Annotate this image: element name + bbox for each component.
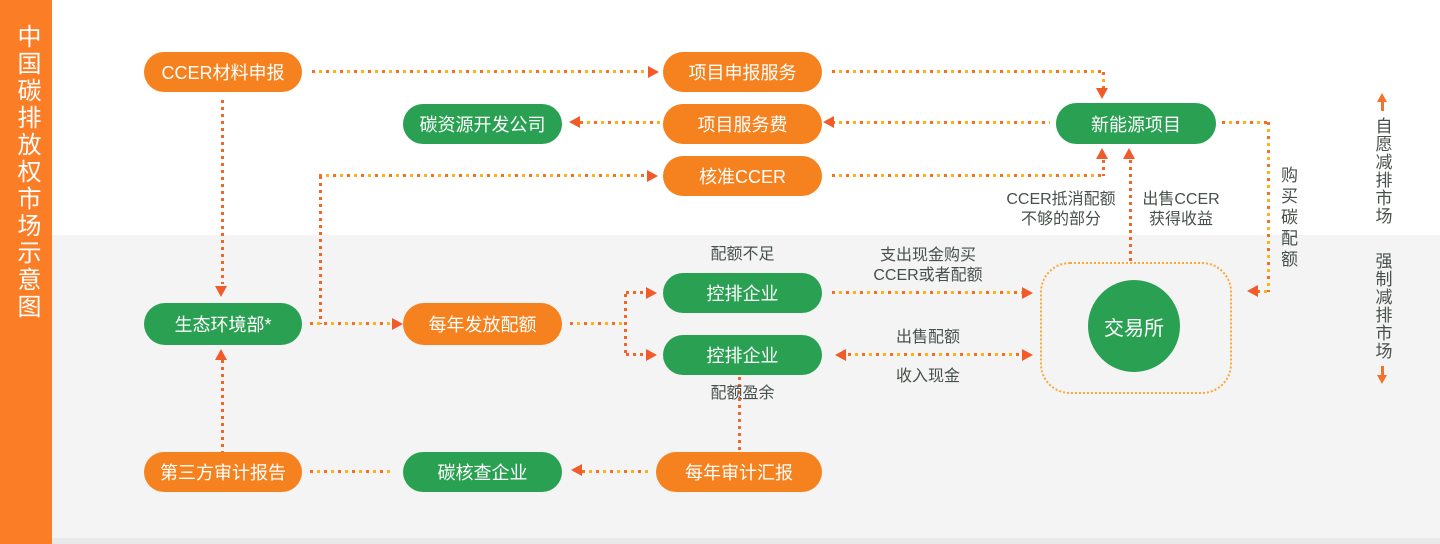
arrowhead-icon [392, 318, 403, 330]
node-carbon-verification-company: 碳核查企业 [403, 452, 562, 492]
node-project-declaration-service: 项目申报服务 [663, 52, 822, 92]
node-exchange-label: 交易所 [1104, 317, 1164, 340]
label-buy-carbon-quota: 购买碳配额 [1278, 166, 1297, 271]
up-arrow-icon [1377, 93, 1387, 111]
connector-bracket-bottom [626, 353, 646, 356]
connector-verification-to-report [310, 470, 392, 473]
connector-buyquota-h2 [1257, 290, 1270, 293]
voluntary-market-text: 自愿减排市场 [1372, 117, 1392, 225]
connector-buyquota-v [1267, 122, 1270, 292]
page-title: 中国碳排放权市场示意图 [0, 24, 52, 321]
connector-ccerapproved-to-newenergy-h [832, 174, 1104, 177]
connector-bracket-top [626, 291, 646, 294]
connector-bracket-v [624, 294, 627, 355]
node-label: 项目申报服务 [688, 63, 797, 83]
label-line: 不够的部分 [1020, 211, 1101, 228]
voluntary-market-label: 自愿减排市场 [1362, 93, 1402, 225]
connector-surplus-to-audit [738, 377, 741, 452]
label-ccer-offset: CCER抵消配额 不够的部分 [979, 190, 1143, 230]
connector-deficit-to-exchange [832, 291, 1022, 294]
label-quota-shortage: 配额不足 [710, 246, 775, 263]
node-label: 生态环境部* [174, 315, 272, 335]
label-sell-quota: 出售配额 [895, 329, 960, 346]
node-controlled-enterprise-deficit: 控排企业 [663, 273, 822, 313]
bottom-strip [52, 538, 1440, 544]
node-label: 每年发放配额 [428, 315, 537, 335]
connector-ministry-to-ccer-h [319, 174, 647, 177]
page-title-text: 中国碳排放权市场示意图 [13, 24, 40, 321]
label-line: CCER抵消配额 [1006, 191, 1116, 208]
arrowhead-icon [1096, 148, 1108, 159]
compliance-market-text: 强制减排市场 [1372, 252, 1392, 360]
exchange-boundary-box [1040, 262, 1232, 394]
arrowhead-icon [646, 349, 657, 361]
down-arrow-icon [1377, 366, 1387, 384]
connector-exchange-to-newenergy [1129, 160, 1132, 262]
connector-ccer-to-ministry [221, 100, 224, 284]
connector-audit-to-ministry [221, 360, 224, 452]
node-controlled-enterprise-surplus: 控排企业 [663, 335, 822, 375]
compliance-market-label: 强制减排市场 [1362, 252, 1402, 384]
arrowhead-icon [647, 170, 658, 182]
label-spend-cash: 支出现金购买 CCER或者配额 [838, 246, 1018, 286]
node-label: 项目服务费 [697, 115, 788, 135]
node-label: 控排企业 [706, 346, 779, 366]
connector-ccerapproved-to-newenergy-v [1102, 160, 1105, 176]
label-line: 出售CCER [1142, 191, 1220, 208]
arrowhead-icon [1123, 148, 1135, 159]
label-sell-ccer: 出售CCER 获得收益 [1108, 190, 1254, 230]
label-line: 支出现金购买 [879, 247, 976, 264]
connector-ministry-to-quota [310, 322, 392, 325]
label-quota-surplus: 配额盈余 [710, 385, 775, 402]
connector-newenergy-to-servicefee [832, 121, 1050, 124]
connector-declaration-to-newenergy-v [1102, 72, 1105, 88]
node-new-energy-project: 新能源项目 [1056, 103, 1216, 144]
node-label: 控排企业 [706, 284, 779, 304]
node-third-party-audit-report: 第三方审计报告 [144, 452, 302, 492]
arrowhead-icon [1022, 349, 1033, 361]
node-label: 碳资源开发公司 [419, 115, 546, 135]
connector-audit-to-verification [582, 470, 650, 473]
arrowhead-icon [1247, 285, 1258, 297]
arrowhead-icon [648, 66, 659, 78]
node-carbon-resource-dev-company: 碳资源开发公司 [403, 104, 562, 144]
node-label: CCER材料申报 [161, 63, 285, 83]
connector-ccer-to-declaration [312, 70, 648, 73]
node-exchange: 交易所 [1088, 280, 1180, 372]
node-ministry-of-ecology: 生态环境部* [144, 303, 302, 345]
arrowhead-icon [835, 349, 846, 361]
label-line: CCER或者配额 [873, 267, 983, 284]
arrowhead-icon [571, 464, 582, 476]
label-line: 获得收益 [1148, 211, 1213, 228]
arrowhead-icon [215, 349, 227, 360]
sidebar-title-bar: 中国碳排放权市场示意图 [0, 0, 52, 544]
connector-buyquota-h1 [1222, 121, 1270, 124]
node-annual-quota-issuance: 每年发放配额 [403, 303, 562, 345]
node-label: 碳核查企业 [437, 463, 528, 483]
arrowhead-icon [823, 116, 834, 128]
node-project-service-fee: 项目服务费 [663, 104, 822, 144]
arrowhead-icon [215, 286, 227, 297]
arrowhead-icon [569, 116, 580, 128]
arrowhead-icon [646, 287, 657, 299]
node-annual-audit-report: 每年审计汇报 [656, 452, 822, 492]
arrowhead-icon [1022, 287, 1033, 299]
node-ccer-material-application: CCER材料申报 [144, 52, 302, 92]
label-income-cash: 收入现金 [895, 368, 960, 385]
connector-ministry-to-ccer-v [319, 176, 322, 324]
node-approved-ccer: 核准CCER [663, 156, 822, 196]
node-label: 第三方审计报告 [160, 463, 286, 483]
connector-declaration-to-newenergy-h [832, 70, 1104, 73]
arrowhead-icon [1096, 88, 1108, 99]
connector-servicefee-to-devcompany [580, 121, 660, 124]
connector-quota-to-bracket [570, 322, 626, 325]
connector-surplus-exchange [848, 353, 1022, 356]
node-label: 每年审计汇报 [685, 463, 793, 483]
node-label: 核准CCER [698, 167, 786, 187]
node-label: 新能源项目 [1091, 114, 1181, 135]
